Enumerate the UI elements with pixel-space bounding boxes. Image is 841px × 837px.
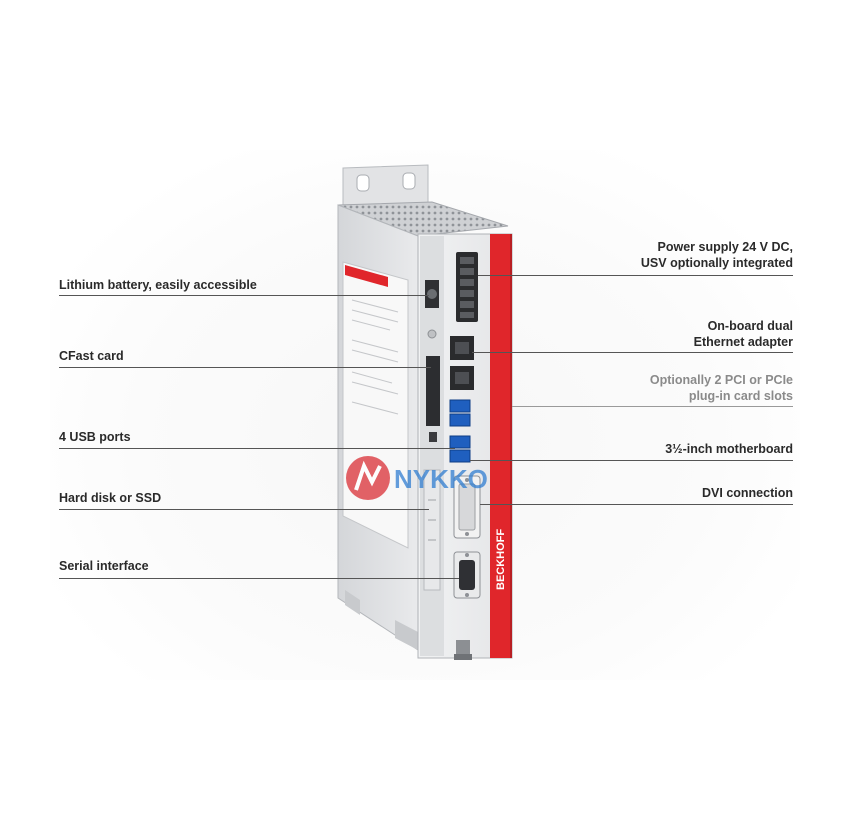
cfast-slot	[426, 356, 440, 426]
leader-line-ethernet	[472, 352, 793, 353]
leader-line-motherboard	[470, 460, 793, 461]
brand-logo: BECKHOFF	[495, 529, 507, 590]
callout-cfast-card: CFast card	[59, 349, 124, 363]
callout-hard-disk: Hard disk or SSD	[59, 491, 162, 505]
red-accent-stripe	[490, 234, 512, 658]
ethernet-ports	[450, 336, 474, 390]
callout-ethernet: On-board dual Ethernet adapter	[694, 318, 793, 350]
callout-pci-line-1: Optionally 2 PCI or PCIe	[649, 373, 793, 387]
usb-ports	[449, 399, 471, 463]
dvi-connector	[453, 475, 481, 539]
leader-line-battery	[59, 295, 429, 296]
leader-line-dvi	[480, 504, 793, 505]
battery-compartment	[425, 280, 439, 308]
callout-power-supply: Power supply 24 V DC, USV optionally int…	[641, 239, 793, 271]
callout-ethernet-line-1: On-board dual	[707, 319, 793, 333]
leader-line-power	[478, 275, 793, 276]
callout-motherboard: 3½-inch motherboard	[665, 442, 793, 456]
power-connector	[456, 252, 478, 322]
leader-line-serial	[59, 578, 459, 579]
leader-line-cfast	[59, 367, 431, 368]
callout-pci-slots: Optionally 2 PCI or PCIe plug-in card sl…	[650, 372, 793, 404]
watermark: NYKKO	[346, 456, 488, 500]
hard-disk-bay	[423, 469, 441, 591]
callout-lithium-battery: Lithium battery, easily accessible	[59, 278, 257, 292]
callout-serial-interface: Serial interface	[59, 559, 149, 573]
status-led	[427, 329, 437, 339]
side-label-sticker	[342, 261, 409, 549]
ground-bolt	[456, 640, 470, 658]
callout-power-line-2: USV optionally integrated	[640, 256, 793, 270]
callout-ethernet-line-2: Ethernet adapter	[693, 335, 793, 349]
callout-power-line-1: Power supply 24 V DC,	[657, 240, 793, 254]
leader-line-disk	[59, 509, 429, 510]
watermark-text: NYKKO	[394, 464, 488, 494]
leader-line-pci	[512, 406, 793, 407]
callout-dvi: DVI connection	[702, 486, 793, 500]
serial-connector	[453, 551, 481, 599]
callout-pci-line-2: plug-in card slots	[688, 389, 793, 403]
leader-line-usb	[59, 448, 455, 449]
callout-usb-ports: 4 USB ports	[59, 430, 131, 444]
